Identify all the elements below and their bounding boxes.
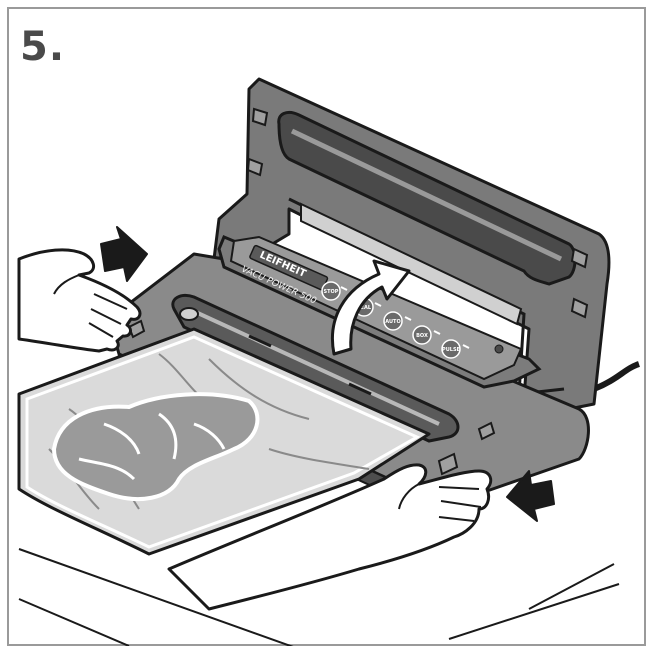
power-cord	[592, 361, 641, 392]
arrow-left-icon	[506, 470, 555, 522]
meat-steak	[51, 392, 260, 501]
indicator-dashes	[340, 286, 470, 349]
button-label: PULSE	[442, 347, 461, 353]
table-surface	[18, 548, 620, 646]
vacuum-bag	[17, 327, 431, 556]
step-number: 5.	[20, 24, 66, 70]
vacuum-sealer-illustration: LEIFHEIT VACU POWER 500 STOP SEAL AUTO B…	[17, 77, 641, 646]
button-label: STOP	[324, 289, 339, 295]
sealer-lid	[212, 77, 611, 411]
button-label: AUTO	[385, 319, 400, 325]
button-label: SEAL	[357, 305, 372, 311]
button-stop[interactable]: STOP	[321, 281, 341, 301]
curved-arrow-up-icon	[331, 259, 411, 356]
indicator-light	[494, 344, 504, 354]
button-pulse[interactable]: PULSE	[441, 339, 461, 359]
button-label: BOX	[416, 333, 428, 339]
button-box[interactable]: BOX	[412, 325, 432, 345]
left-hand	[17, 248, 142, 353]
right-hand	[167, 463, 493, 611]
button-auto[interactable]: AUTO	[383, 311, 403, 331]
arrow-right-icon	[100, 226, 148, 282]
